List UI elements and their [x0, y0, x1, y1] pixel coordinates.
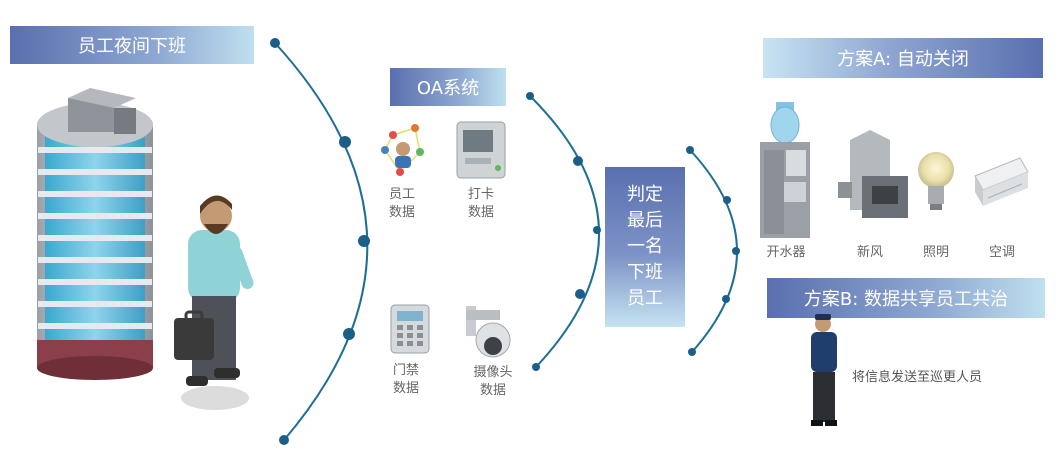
oa-text: OA系统	[416, 78, 480, 99]
arc-dot	[270, 38, 280, 48]
arc-middle	[529, 95, 600, 368]
camera-data-label: 摄像头 数据	[466, 364, 520, 400]
decision-line: 下班	[627, 262, 663, 283]
decision-line: 判定	[627, 184, 663, 205]
label-line: 数据	[392, 381, 419, 396]
decision-box: 判定 最后 一名 下班 员工	[605, 167, 685, 327]
employee-data-icon	[381, 124, 424, 176]
label-line: 数据	[467, 205, 494, 220]
ventilation-icon	[838, 130, 908, 218]
arc-dot	[573, 156, 583, 166]
plan-b-title: 方案B: 数据共享员工共治	[803, 289, 1009, 310]
decision-line: 一名	[627, 236, 663, 257]
light-bulb-icon	[918, 152, 954, 210]
oa-banner: OA系统	[390, 68, 506, 106]
arc-dots	[270, 38, 740, 445]
title-banner: 员工夜间下班	[10, 26, 254, 64]
arc-dot	[343, 328, 355, 340]
device-label: 空调	[988, 245, 1015, 260]
timeclock-data-label: 打卡 数据	[459, 186, 503, 222]
device-label: 开水器	[766, 245, 806, 260]
arc-dot	[722, 295, 730, 303]
arc-dot	[732, 247, 740, 255]
camera-icon	[466, 306, 511, 358]
arc-dot	[575, 289, 585, 299]
title-text: 员工夜间下班	[78, 36, 186, 57]
arc-dot	[358, 235, 370, 247]
access-panel-icon	[390, 304, 430, 354]
arc-dot	[339, 136, 351, 148]
office-tower-illustration	[37, 88, 153, 380]
label-line: 数据	[479, 383, 506, 398]
arc-dot	[723, 196, 731, 204]
decision-line: 员工	[627, 288, 663, 309]
label-line: 打卡	[467, 187, 494, 202]
arc-left	[274, 42, 369, 441]
arc-dot	[526, 92, 534, 100]
employee-illustration	[174, 195, 254, 410]
arc-dot	[279, 435, 289, 445]
label-line: 员工	[388, 187, 415, 202]
plan-a-banner: 方案A: 自动关闭	[763, 38, 1043, 78]
plan-a-title: 方案A: 自动关闭	[837, 49, 969, 70]
label-line: 数据	[388, 205, 415, 220]
decision-line: 最后	[627, 210, 663, 231]
timeclock-icon	[456, 121, 506, 179]
plan-b-note: 将信息发送至巡更人员	[852, 370, 983, 385]
label-line: 摄像头	[473, 365, 513, 380]
device-label: 照明	[922, 245, 949, 260]
access-data-label: 门禁 数据	[384, 362, 428, 398]
arc-dot	[532, 363, 540, 371]
security-guard-illustration	[811, 314, 837, 426]
arc-dot	[593, 226, 601, 234]
label-line: 门禁	[392, 363, 419, 378]
arc-dot	[686, 146, 694, 154]
plan-b-banner: 方案B: 数据共享员工共治	[767, 278, 1045, 318]
water-dispenser-icon	[760, 102, 810, 238]
arc-dot	[688, 348, 696, 356]
device-label: 新风	[856, 245, 883, 260]
air-conditioner-icon	[974, 157, 1029, 206]
employee-data-label: 员工 数据	[380, 186, 424, 222]
arc-right	[689, 149, 738, 353]
